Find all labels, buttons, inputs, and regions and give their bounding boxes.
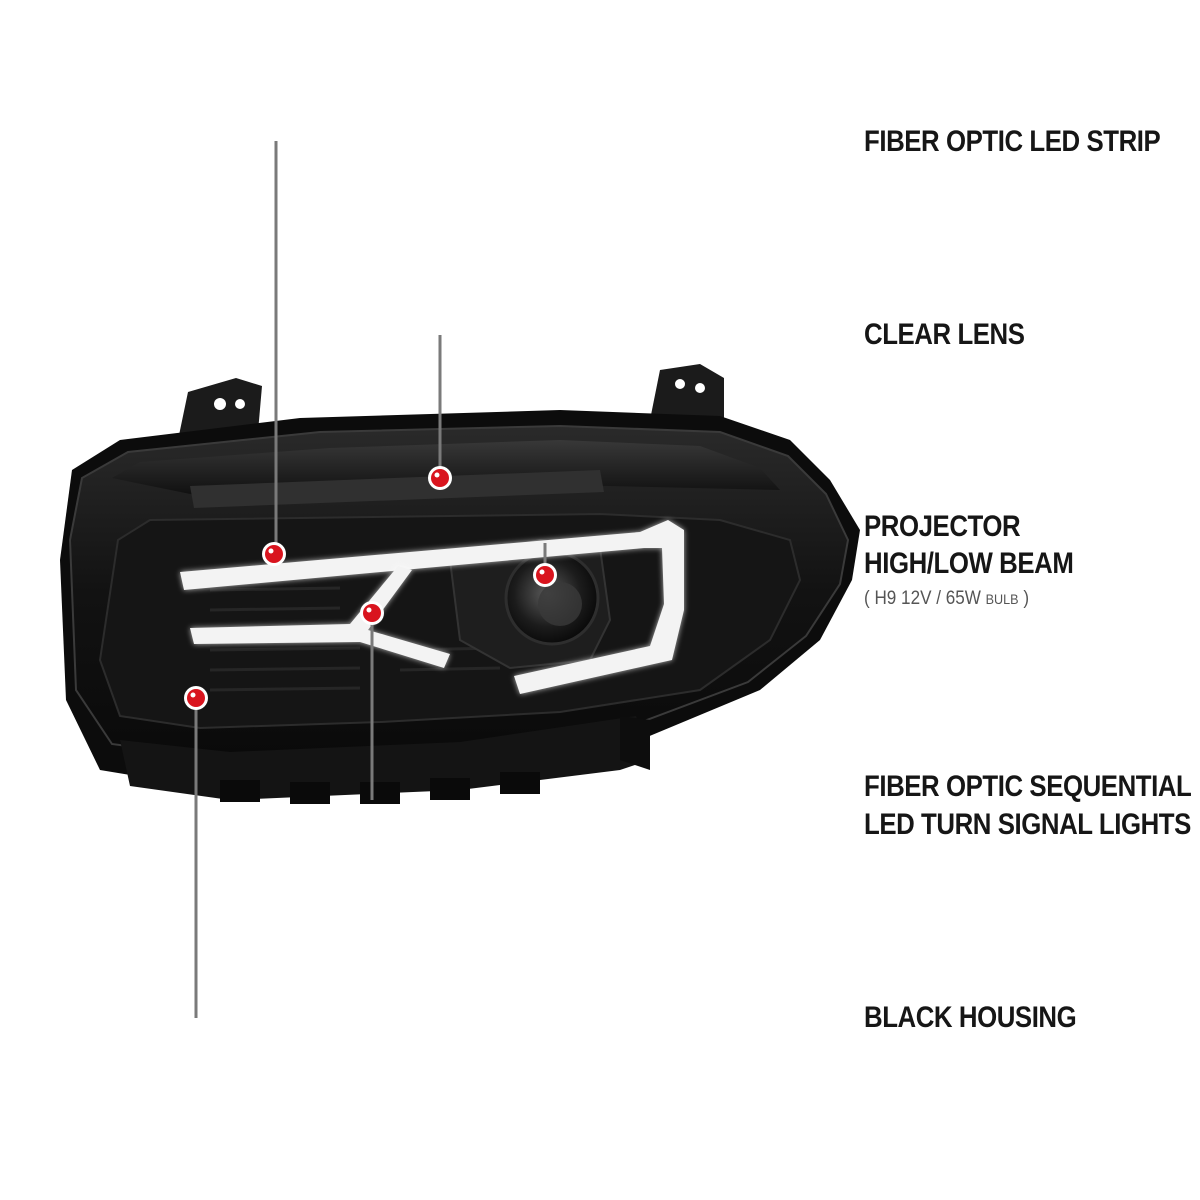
spec-open-paren: ( <box>864 588 870 609</box>
leader-sequential-turn-signal <box>370 613 852 802</box>
label-projector-line2: HIGH/LOW BEAM <box>864 547 1074 580</box>
leader-clear-lens <box>438 333 852 478</box>
label-sequential-line2: LED TURN SIGNAL LIGHTS <box>864 808 1191 841</box>
callout-markers <box>184 466 557 710</box>
leader-fiber-optic-led-strip <box>274 139 852 554</box>
marker-dot-clear-lens <box>428 466 452 490</box>
marker-dot-turn-signal <box>360 601 384 625</box>
marker-dot-fiber-strip <box>262 542 286 566</box>
label-projector-line1: PROJECTOR <box>864 510 1021 543</box>
label-fiber-optic-led-strip: FIBER OPTIC LED STRIP <box>864 125 1161 158</box>
headlight-assembly <box>60 364 860 804</box>
leader-black-housing <box>194 698 852 1020</box>
turn-signal-light-bar <box>190 566 450 668</box>
label-sequential-line1: FIBER OPTIC SEQUENTIAL <box>864 770 1192 803</box>
spec-close-paren: ) <box>1023 588 1030 609</box>
mounting-tab-right <box>650 364 724 420</box>
marker-dot-housing <box>184 686 208 710</box>
label-black-housing: BLACK HOUSING <box>864 1001 1077 1034</box>
label-clear-lens: CLEAR LENS <box>864 318 1025 351</box>
leader-lines <box>194 139 852 1020</box>
label-bulb-spec: ( H9 12V / 65W BULB ) <box>864 588 1029 610</box>
spec-main: H9 12V / 65W <box>874 588 981 609</box>
marker-dot-projector <box>533 563 557 587</box>
spec-unit: BULB <box>985 591 1019 607</box>
